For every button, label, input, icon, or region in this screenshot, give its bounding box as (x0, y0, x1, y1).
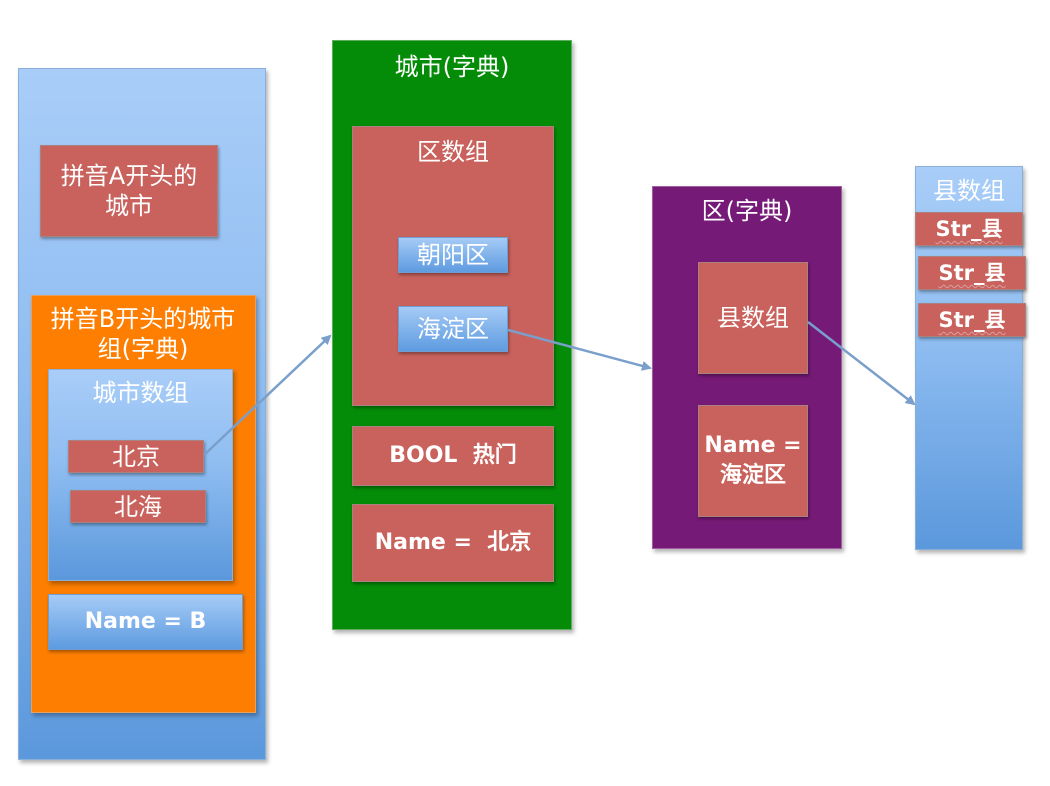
city-dict-title: 城市(字典) (394, 53, 510, 81)
city-name-field: Name = 北京 (352, 504, 554, 582)
arrow-haidian-to-district-dict (507, 328, 652, 371)
b-name-field: Name = B (48, 594, 243, 650)
county-array-title: 县数组 (933, 177, 1005, 205)
arrow-beijing-to-city-dict (203, 334, 332, 456)
county-item-label: Str_县 (938, 308, 1006, 332)
county-item: Str_县 (918, 303, 1026, 337)
county-item-label: Str_县 (935, 217, 1003, 241)
city-item-label: 北京 (112, 442, 160, 471)
city-item-beijing: 北京 (68, 440, 204, 473)
county-item-label: Str_县 (938, 261, 1006, 285)
county-array-ref-label: 县数组 (717, 304, 789, 332)
bool-field: BOOL 热门 (352, 426, 554, 486)
county-array-ref: 县数组 (698, 262, 808, 374)
county-item: Str_县 (915, 212, 1023, 246)
bool-field-label: BOOL 热门 (389, 443, 517, 468)
b-name-label: Name = B (84, 609, 207, 634)
district-item-label: 朝阳区 (417, 241, 489, 269)
city-item-label: 北海 (114, 492, 162, 521)
a-cities-label: 拼音A开头的城市 (60, 162, 198, 220)
city-array-panel (48, 369, 233, 581)
a-cities-box: 拼音A开头的城市 (40, 145, 218, 237)
district-dict-title: 区(字典) (701, 197, 793, 225)
city-array-title: 城市数组 (92, 379, 189, 407)
arrow-county-to-county-array (807, 321, 916, 406)
district-item-label: 海淀区 (417, 315, 489, 343)
b-group-title: 拼音B开头的城市组(字典) (50, 305, 236, 363)
district-name-field: Name = 海淀区 (698, 405, 808, 517)
district-item-chaoyang: 朝阳区 (398, 237, 508, 273)
district-name-label: Name = 海淀区 (704, 433, 802, 488)
city-item-beihai: 北海 (70, 490, 206, 523)
district-item-haidian: 海淀区 (398, 306, 508, 352)
district-array-title: 区数组 (417, 138, 489, 166)
county-item: Str_县 (918, 256, 1026, 290)
city-name-label: Name = 北京 (374, 530, 532, 555)
